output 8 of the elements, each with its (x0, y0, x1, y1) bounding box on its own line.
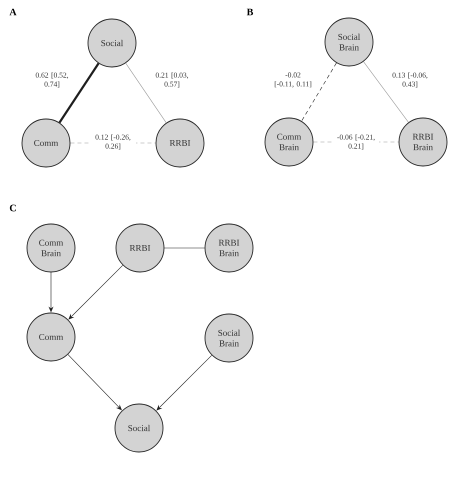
panel-letter: B (246, 8, 254, 16)
connector (68, 354, 122, 410)
connector (363, 61, 409, 123)
connector (58, 62, 100, 124)
connector (125, 62, 167, 124)
connector (301, 62, 337, 122)
panel-letter: C (10, 204, 16, 212)
panel-letter: A (9, 8, 17, 16)
